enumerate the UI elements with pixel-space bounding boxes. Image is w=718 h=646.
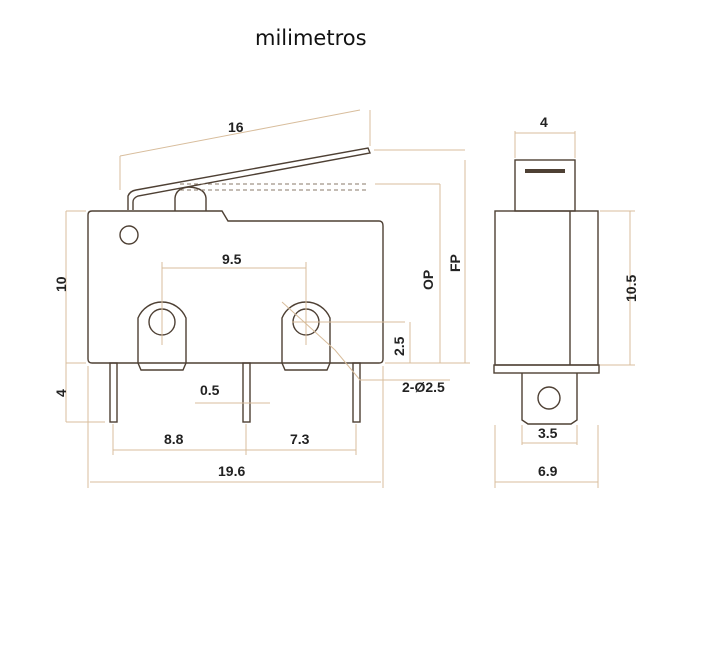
- pin-spacing-right-label: 7.3: [290, 431, 310, 447]
- pin-width-label: 0.5: [200, 382, 220, 398]
- hole-spacing-label: 9.5: [222, 251, 242, 267]
- right-lug: [281, 301, 331, 371]
- pin-spacing-left-label: 8.8: [164, 431, 184, 447]
- terminal: [493, 364, 600, 374]
- pin-right: [352, 362, 361, 423]
- end-body: [494, 210, 599, 366]
- body-length-label: 19.6: [218, 463, 245, 479]
- switch-body: [87, 210, 384, 364]
- lever: [127, 147, 371, 210]
- actuator-width-label: 4: [540, 114, 548, 130]
- body-height-label: 10: [53, 276, 69, 292]
- pin-length-label: 4: [53, 389, 69, 397]
- fp-label: FP: [447, 254, 463, 272]
- end-body-width-label: 6.9: [538, 463, 558, 479]
- lever-length-label: 16: [228, 119, 244, 135]
- op-label: OP: [420, 270, 436, 290]
- hole-diameter-label: 2-Ø2.5: [402, 379, 445, 395]
- terminal-tab: [521, 373, 578, 425]
- units-title: milimetros: [255, 26, 367, 50]
- terminal-width-label: 3.5: [538, 425, 558, 441]
- end-view: 4 10.5 3.5 6.9: [493, 114, 639, 488]
- mounting-hole-top: [119, 225, 139, 245]
- pin-common: [109, 362, 118, 423]
- left-lug: [137, 301, 187, 371]
- pin-middle: [242, 362, 251, 423]
- hole-height-label: 2.5: [391, 336, 407, 356]
- roller: [174, 186, 207, 211]
- actuator-slot: [525, 169, 565, 173]
- end-body-height-label: 10.5: [623, 275, 639, 302]
- actuator: [514, 159, 576, 212]
- side-view: 16 10 4 9.5 2.5 2-Ø2.5 0.5 8.8 7.3 19.6 …: [53, 109, 470, 488]
- terminal-hole: [537, 386, 561, 410]
- lever-pressed: [180, 183, 368, 191]
